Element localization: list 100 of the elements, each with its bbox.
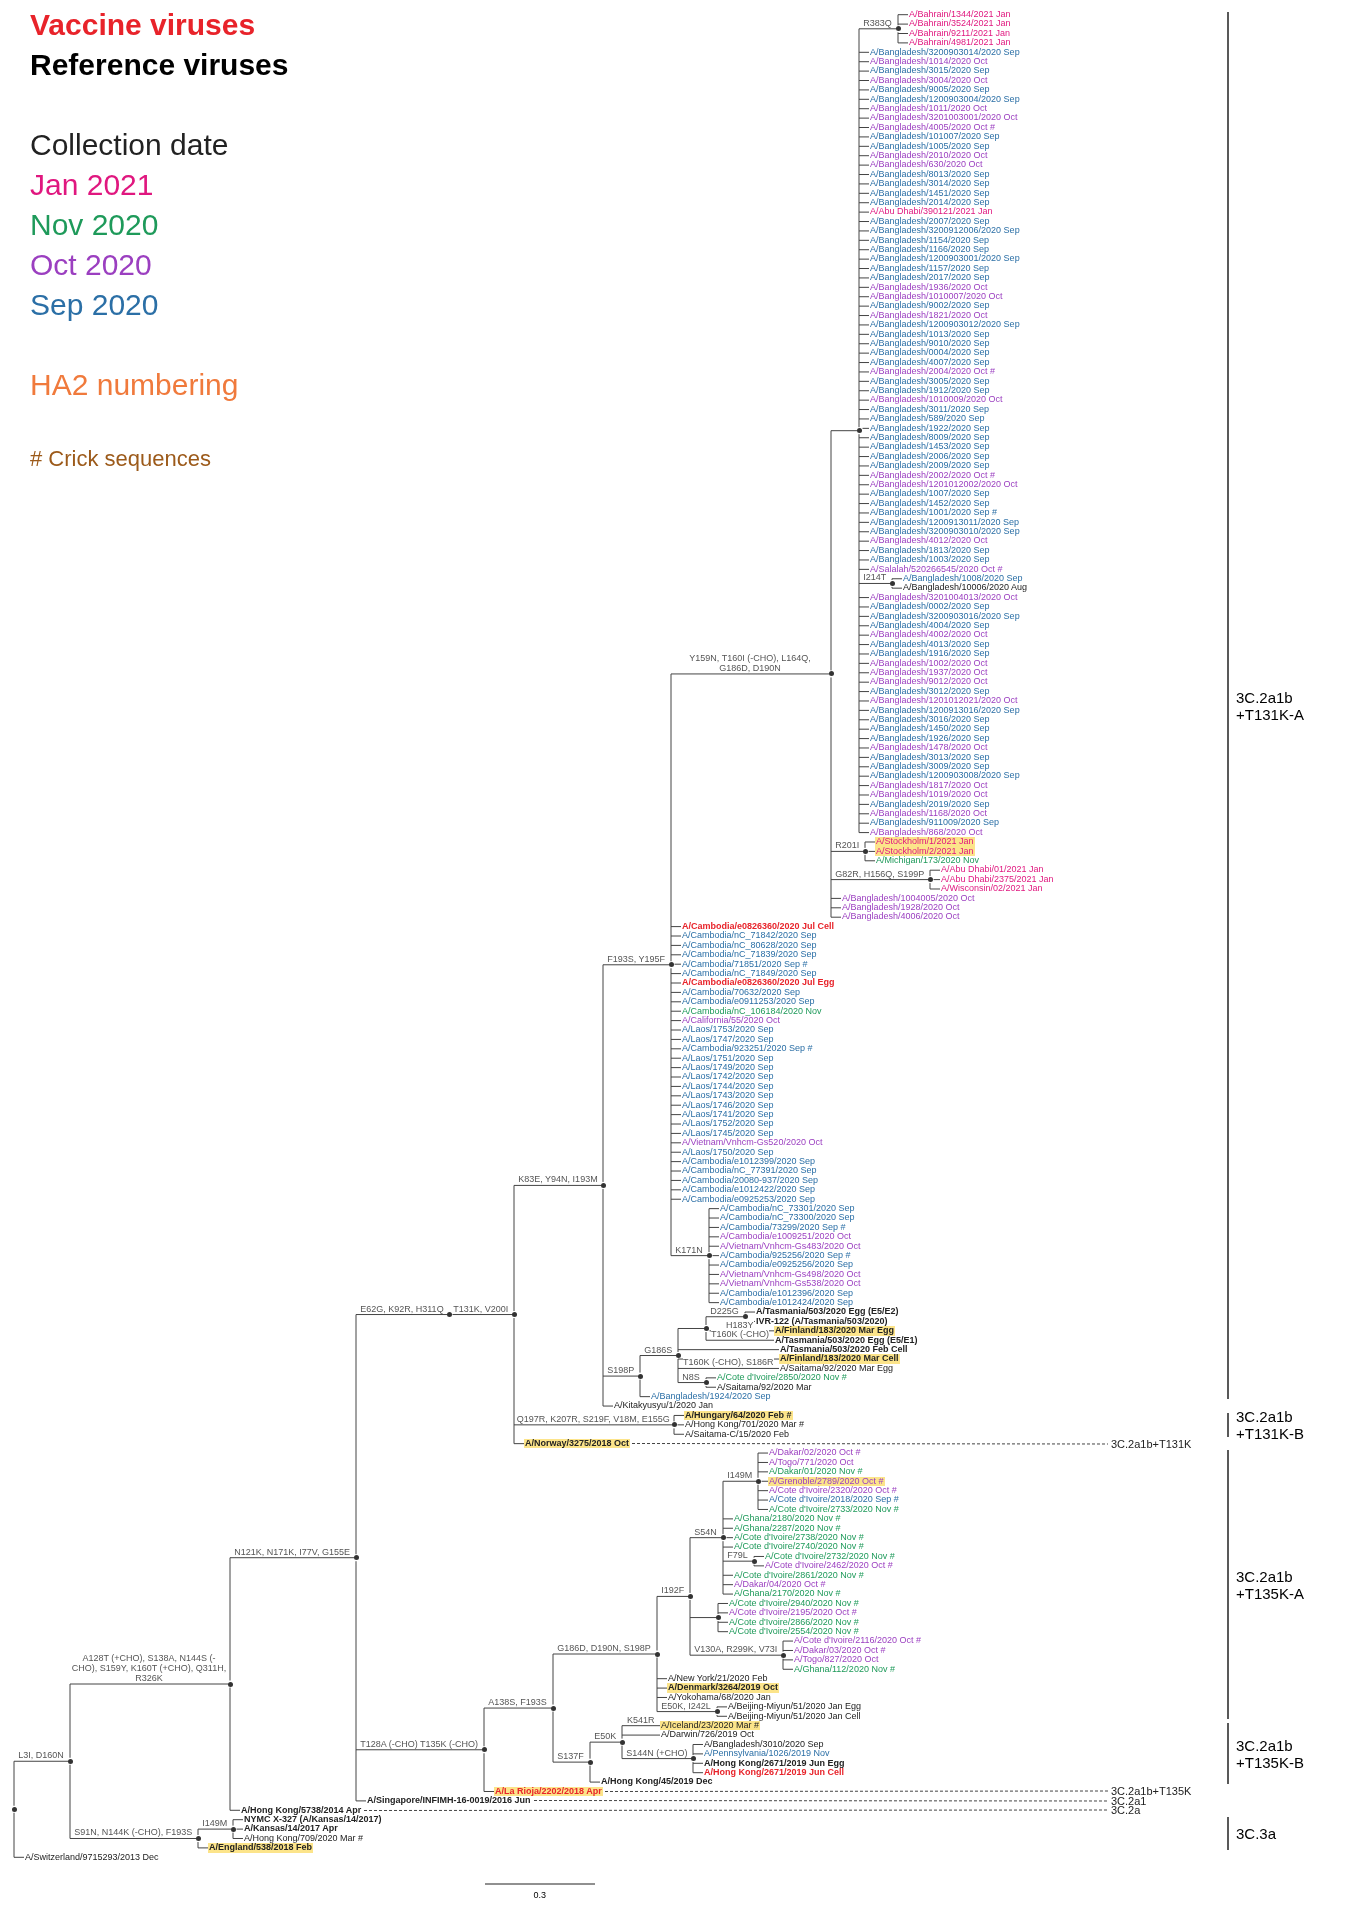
strain-label: A/Tasmania/503/2020 Egg (E5/E1): [774, 1335, 919, 1345]
branch-point: [715, 1615, 721, 1621]
tree-branch: [589, 1781, 601, 1783]
strain-label: A/Finland/183/2020 Mar Cell: [779, 1354, 900, 1364]
mutation-label: S54N: [694, 1526, 717, 1537]
strain-label: A/Bangladesh/1200903012/2020 Sep: [869, 320, 1021, 330]
tree-branch: [722, 1593, 734, 1595]
tree-branch: [602, 1375, 639, 1377]
tree-branch: [355, 1314, 448, 1316]
tree-branch: [670, 1189, 682, 1191]
strain-label: A/Cambodia/nC_106184/2020 Nov: [681, 1006, 823, 1016]
strain-label: A/Wisconsin/02/2021 Jan: [940, 884, 1044, 894]
tree-branch: [858, 437, 870, 439]
strain-label: A/Cambodia/71851/2020 Sep #: [681, 959, 809, 969]
strain-label: A/Cambodia/923251/2020 Sep #: [681, 1044, 814, 1054]
strain-label: A/Laos/1744/2020 Sep: [681, 1081, 775, 1092]
tree-branch: [858, 597, 870, 599]
strain-label: A/Cambodia/e1012396/2020 Sep: [719, 1288, 855, 1298]
strain-label: A/Saitama-C/15/2020 Feb: [684, 1429, 791, 1439]
tree-branch: [858, 98, 870, 100]
strain-label: A/Cambodia/70632/2020 Sep: [681, 987, 802, 998]
strain-label: A/Bangladesh/4006/2020 Oct: [841, 912, 961, 922]
strain-label: A/Laos/1750/2020 Sep: [681, 1147, 775, 1157]
tree-branch: [726, 1537, 734, 1539]
tree-branch: [830, 850, 864, 852]
tree-branch: [858, 644, 870, 646]
strain-label: A/Hong Kong/701/2020 Mar #: [684, 1420, 806, 1430]
tree-branch: [716, 1706, 728, 1708]
branch-point: [856, 428, 862, 434]
tree-branch: [858, 634, 870, 636]
strain-label: A/Laos/1751/2020 Sep: [681, 1053, 775, 1063]
tree-branch: [858, 521, 870, 523]
tree-branch: [722, 1518, 734, 1520]
tree-branch: [929, 869, 941, 871]
mutation-label: S91N, N144K (-CHO), F193S: [74, 1827, 193, 1838]
strain-label: A/Vietnam/Vnhcm-Gs483/2020 Oct: [719, 1241, 862, 1251]
tree-branch: [716, 1706, 718, 1717]
strain-label: A/Bangladesh/1450/2020 Sep: [869, 724, 991, 734]
tree-branch: [670, 935, 682, 937]
strain-label: A/Bangladesh/911009/2020 Sep: [869, 818, 1000, 828]
strain-label: A/Denmark/3264/2019 Oct: [667, 1683, 780, 1693]
tree-branch: [621, 1725, 661, 1727]
branch-point: [11, 1806, 17, 1812]
strain-label: A/Salalah/520266545/2020 Oct #: [869, 564, 1004, 575]
tree-branch: [722, 1480, 757, 1482]
strain-label: A/Bangladesh/3012/2020 Sep: [869, 686, 991, 697]
tree-branch: [858, 51, 870, 53]
mutation-label: G186S: [644, 1344, 673, 1355]
branch-point: [927, 877, 933, 883]
strain-label: A/Cote d'Ivoire/2738/2020 Nov #: [733, 1532, 865, 1543]
strain-label: A/Bangladesh/1200903008/2020 Sep: [869, 771, 1021, 781]
tree-branch: [757, 1452, 759, 1510]
tree-branch: [483, 1707, 552, 1709]
strain-label: A/Tasmania/503/2020 Feb Cell: [779, 1344, 909, 1355]
branch-point: [780, 1652, 786, 1658]
strain-label: A/Bangladesh/3201003001/2020 Oct: [869, 113, 1019, 123]
strain-label: A/Cambodia/nC_73301/2020 Sep: [719, 1203, 856, 1214]
tree-branch: [858, 362, 870, 364]
tree-branch: [708, 1292, 720, 1294]
strain-label: A/Laos/1746/2020 Sep: [681, 1100, 775, 1110]
branch-point: [889, 580, 895, 586]
strain-label: A/Bangladesh/4007/2020 Sep: [869, 357, 991, 368]
branch-point: [353, 1555, 359, 1561]
strain-label: A/Bangladesh/1010007/2020 Oct: [869, 292, 1004, 302]
mutation-label: S144N (+CHO): [626, 1747, 688, 1758]
mutation-label: V130A, R299K, V73I: [694, 1644, 778, 1655]
strain-label: A/Bangladesh/3004/2020 Oct: [869, 75, 989, 86]
tree-branch: [717, 1602, 719, 1633]
strain-label: A/Singapore/INFIMH-16-0019/2016 Jun: [366, 1796, 532, 1806]
tree-branch: [639, 1396, 651, 1398]
strain-label: A/Laos/1743/2020 Sep: [681, 1091, 775, 1101]
strain-label: A/Darwin/726/2019 Oct: [660, 1730, 756, 1740]
strain-label: A/Ghana/2170/2020 Nov #: [733, 1589, 842, 1599]
legend-text: Nov 2020: [30, 208, 159, 242]
tree-branch: [782, 1640, 784, 1670]
strain-label: A/Cambodia/e0826360/2020 Jul Cell: [681, 921, 836, 932]
strain-label: A/Cambodia/nC_80628/2020 Sep: [681, 940, 818, 951]
tree-branch: [355, 1314, 357, 1802]
tree-branch: [858, 239, 870, 241]
mutation-label: T128A (-CHO) T135K (-CHO): [360, 1738, 479, 1749]
tree-branch: [670, 1255, 708, 1257]
strain-label: A/Cambodia/nC_77391/2020 Sep: [681, 1166, 818, 1176]
tree-branch: [705, 1339, 775, 1341]
tree-branch: [858, 503, 870, 505]
tree-branch: [670, 673, 672, 1257]
tree-branch: [782, 1650, 794, 1651]
tree-branch: [858, 832, 870, 834]
strain-label: A/Cambodia/e1012399/2020 Sep: [681, 1156, 817, 1167]
tree-branch: [670, 1151, 682, 1153]
tree-branch: [858, 747, 870, 749]
tree-branch: [858, 512, 870, 514]
tree-branch: [670, 1076, 682, 1078]
strain-label: A/Stockholm/2/2021 Jan: [875, 846, 975, 857]
strain-label: A/California/55/2020 Oct: [681, 1015, 782, 1026]
strain-label: A/Bangladesh/9002/2020 Sep: [869, 301, 991, 311]
tree-branch: [197, 1828, 199, 1849]
tree-branch: [830, 430, 832, 918]
tree-branch: [722, 1560, 753, 1562]
strain-label: A/Bangladesh/9012/2020 Oct: [869, 677, 989, 687]
tree-branch: [858, 662, 870, 664]
